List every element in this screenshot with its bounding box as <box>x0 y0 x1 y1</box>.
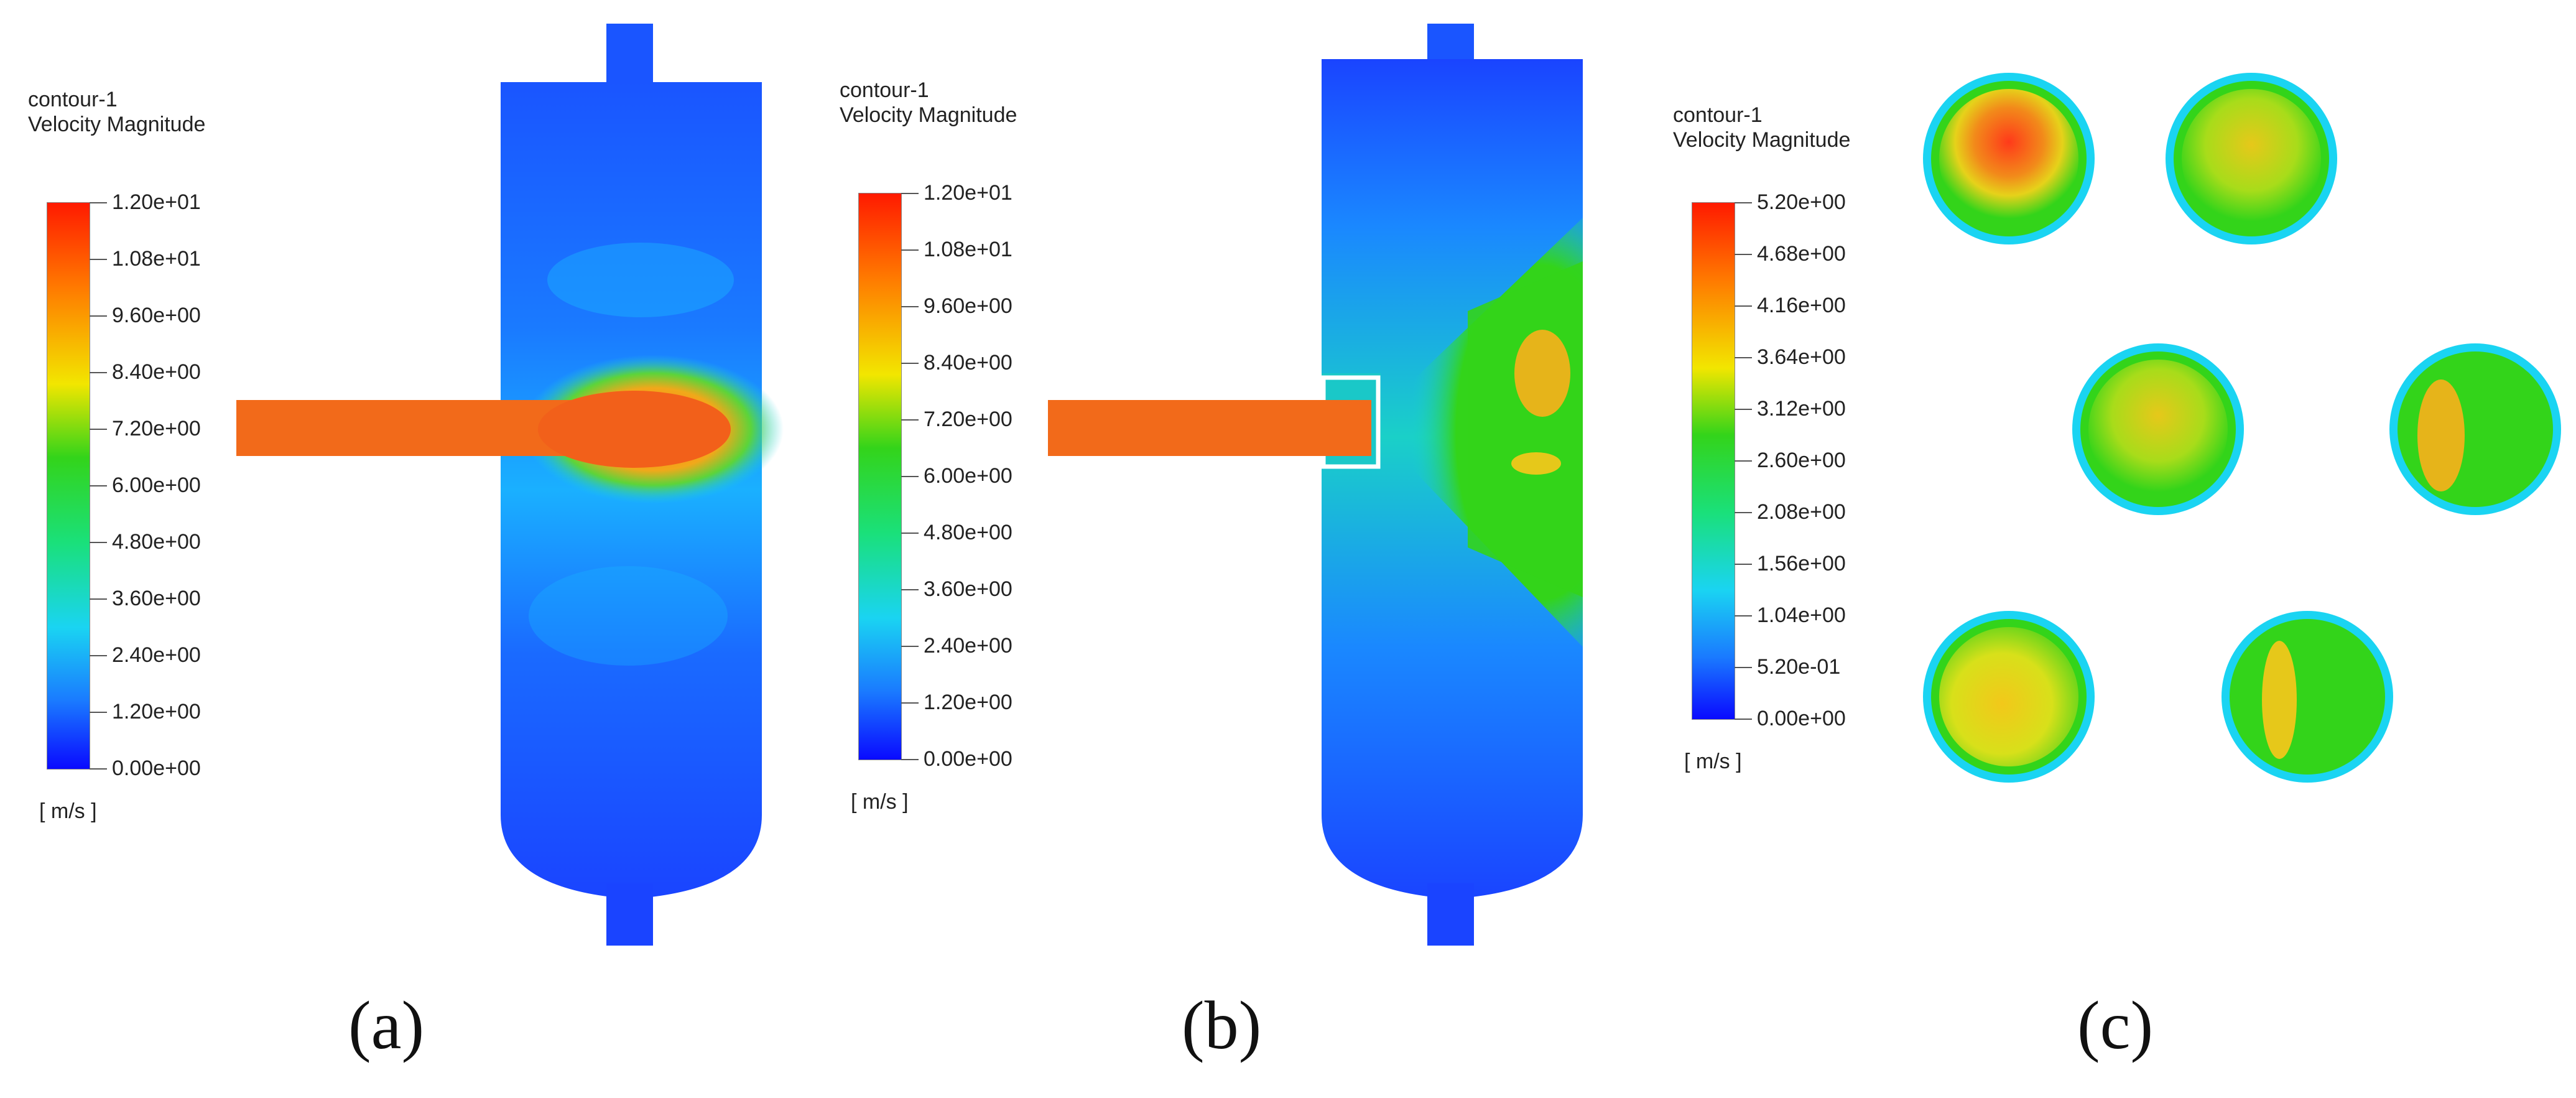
legend-a-title: contour-1 <box>28 88 118 111</box>
vessel-b <box>1048 24 1583 946</box>
legend-a-ticks: 1.20e+01 1.08e+01 9.60e+00 8.40e+00 7.20… <box>90 190 274 780</box>
legend-a-colorbar <box>47 202 90 770</box>
legend-tick: 5.20e-01 <box>1734 655 1841 679</box>
legend-tick: 0.00e+00 <box>90 756 201 780</box>
disc-4 <box>2389 343 2561 515</box>
legend-a-unit: [ m/s ] <box>39 799 97 823</box>
legend-b-colorbar <box>858 193 902 760</box>
legend-tick: 0.00e+00 <box>901 747 1012 771</box>
legend-tick: 2.60e+00 <box>1735 449 1846 472</box>
legend-tick: 7.20e+00 <box>901 407 1012 431</box>
legend-tick: 2.40e+00 <box>901 634 1012 658</box>
legend-tick: 4.68e+00 <box>1735 242 1846 266</box>
vessel-a-bottom-nozzle <box>606 883 653 946</box>
legend-tick: 3.60e+00 <box>90 587 201 610</box>
legend-tick: 8.40e+00 <box>90 360 201 384</box>
legend-tick: 9.60e+00 <box>901 294 1012 318</box>
legend-tick: 6.00e+00 <box>90 473 201 497</box>
legend-tick: 2.40e+00 <box>90 643 201 667</box>
legend-a-subtitle: Velocity Magnitude <box>28 113 206 136</box>
legend-tick: 8.40e+00 <box>901 351 1012 375</box>
legend-tick: 5.20e+00 <box>1735 190 1846 214</box>
legend-tick: 7.20e+00 <box>90 417 201 440</box>
cross-sections-c <box>1923 73 2561 783</box>
jet-b-inlet-stream <box>1048 400 1371 456</box>
caption-a: (a) <box>348 987 425 1063</box>
legend-c-unit: [ m/s ] <box>1684 750 1742 773</box>
legend-b: contour-1 Velocity Magnitude 1.20e+01 1.… <box>840 78 1017 814</box>
legend-tick: 1.08e+01 <box>901 238 1012 261</box>
disc-5 <box>1923 611 2095 783</box>
disc-1 <box>1923 73 2095 244</box>
legend-b-title: contour-1 <box>840 78 929 102</box>
legend-tick: 1.20e+01 <box>901 181 1012 205</box>
legend-tick: 4.16e+00 <box>1735 294 1846 317</box>
legend-tick: 9.60e+00 <box>90 304 201 327</box>
legend-tick: 3.64e+00 <box>1735 345 1846 369</box>
legend-tick: 4.80e+00 <box>901 521 1012 544</box>
disc-3 <box>2072 343 2244 515</box>
legend-tick: 1.20e+01 <box>90 190 201 214</box>
legend-c-colorbar <box>1692 202 1735 720</box>
disc-2 <box>2166 73 2337 244</box>
legend-tick: 1.04e+00 <box>1735 603 1846 627</box>
legend-b-unit: [ m/s ] <box>851 790 909 814</box>
caption-b: (b) <box>1182 987 1262 1063</box>
legend-tick: 4.80e+00 <box>90 530 201 554</box>
caption-c: (c) <box>2077 987 2154 1063</box>
legend-a: contour-1 Velocity Magnitude 1.20e+01 1.… <box>28 87 206 823</box>
legend-tick: 3.12e+00 <box>1735 397 1846 421</box>
vessel-a <box>236 24 784 946</box>
vessel-b-bottom-nozzle <box>1427 883 1474 946</box>
legend-tick: 1.08e+01 <box>90 247 201 271</box>
legend-tick: 1.20e+00 <box>90 700 201 723</box>
legend-c-ticks: 5.20e+00 4.68e+00 4.16e+00 3.64e+00 3.12… <box>1734 190 1919 730</box>
disc-6 <box>2222 611 2393 783</box>
legend-c-subtitle: Velocity Magnitude <box>1673 128 1851 152</box>
vessel-a-top-nozzle <box>606 24 653 87</box>
legend-c: contour-1 Velocity Magnitude 5.20e+00 4.… <box>1673 103 1851 773</box>
legend-tick: 0.00e+00 <box>1735 707 1846 730</box>
legend-tick: 1.20e+00 <box>901 691 1012 714</box>
legend-tick: 1.56e+00 <box>1735 552 1846 575</box>
legend-tick: 2.08e+00 <box>1735 500 1846 524</box>
legend-c-title: contour-1 <box>1673 103 1763 127</box>
legend-b-subtitle: Velocity Magnitude <box>840 103 1017 127</box>
legend-tick: 6.00e+00 <box>901 464 1012 488</box>
legend-b-ticks: 1.20e+01 1.08e+01 9.60e+00 8.40e+00 7.20… <box>901 181 1085 771</box>
legend-tick: 3.60e+00 <box>901 577 1012 601</box>
